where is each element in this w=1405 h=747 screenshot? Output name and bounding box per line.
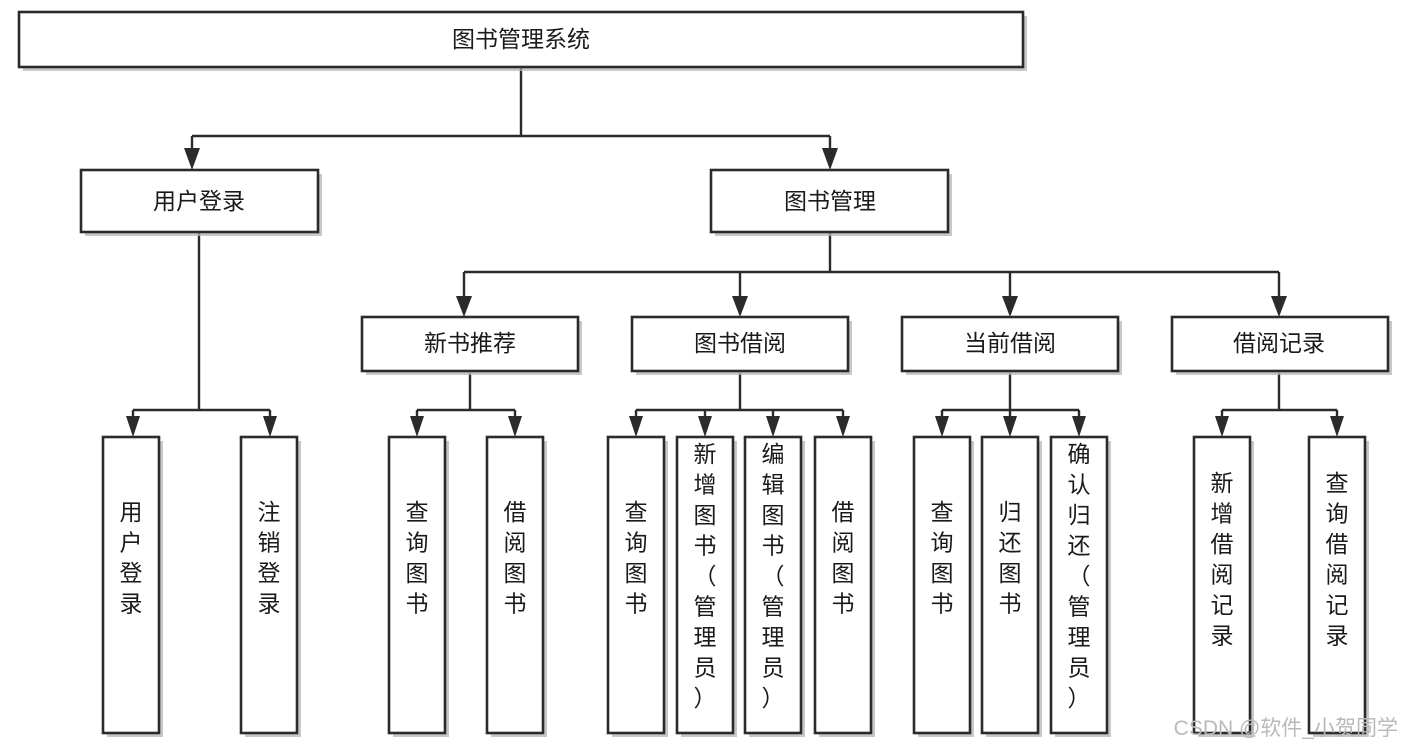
node-leaf-borrow-book-1-label: 借阅图书 xyxy=(504,499,527,617)
node-leaf-return-book-label: 归还图书 xyxy=(999,499,1022,617)
node-leaf-query-book-1-label: 查询图书 xyxy=(406,499,429,617)
arrow-to-borrow xyxy=(732,296,748,317)
arrow-leaf-edit-book xyxy=(766,416,780,437)
node-new-book-recommend-box xyxy=(360,315,580,373)
arrow-leaf-confirm-return xyxy=(1072,416,1086,437)
arrow-leaf-add-book xyxy=(698,416,712,437)
node-leaf-edit-book-label: 编辑图书（管理员） xyxy=(762,441,785,711)
node-leaf-query-book-3-box xyxy=(912,435,972,735)
node-book-borrow[interactable]: 图书借阅 xyxy=(630,315,852,375)
node-leaf-edit-book-box xyxy=(743,435,803,735)
node-leaf-query-record-box xyxy=(1307,435,1367,735)
node-book-management-label: 图书管理 xyxy=(784,188,876,214)
node-leaf-add-book[interactable]: 新增图书（管理员） xyxy=(675,435,737,737)
node-current-borrow-box xyxy=(900,315,1120,373)
node-leaf-query-book-3[interactable]: 查询图书 xyxy=(912,435,974,737)
node-new-book-recommend-label: 新书推荐 xyxy=(424,330,516,356)
node-book-borrow-label: 图书借阅 xyxy=(694,330,786,356)
node-leaf-borrow-book-2[interactable]: 借阅图书 xyxy=(813,435,875,737)
node-leaf-user-login-box xyxy=(101,435,161,735)
node-current-borrow-label: 当前借阅 xyxy=(964,330,1056,356)
node-user-login[interactable]: 用户登录 xyxy=(79,168,322,236)
node-leaf-return-book-box xyxy=(980,435,1040,735)
node-leaf-return-book[interactable]: 归还图书 xyxy=(980,435,1042,737)
node-current-borrow[interactable]: 当前借阅 xyxy=(900,315,1122,375)
node-leaf-borrow-book-1[interactable]: 借阅图书 xyxy=(485,435,547,737)
node-leaf-add-book-label: 新增图书（管理员） xyxy=(694,441,717,711)
node-leaf-borrow-book-2-box xyxy=(813,435,873,735)
node-borrow-record[interactable]: 借阅记录 xyxy=(1170,315,1392,375)
node-leaf-add-record[interactable]: 新增借阅记录 xyxy=(1192,435,1254,737)
node-leaf-add-record-label: 新增借阅记录 xyxy=(1211,470,1234,649)
arrow-leaf-query-book-1 xyxy=(410,416,424,437)
connector-layer xyxy=(126,67,1344,437)
node-book-management[interactable]: 图书管理 xyxy=(709,168,952,236)
node-leaf-add-book-box xyxy=(675,435,735,735)
node-leaf-query-book-1[interactable]: 查询图书 xyxy=(387,435,449,737)
arrow-to-bookmgmt xyxy=(822,148,838,170)
node-book-borrow-box xyxy=(630,315,850,373)
node-root-box xyxy=(17,10,1025,69)
arrow-leaf-query-record xyxy=(1330,416,1344,437)
node-user-login-box xyxy=(79,168,320,234)
node-leaf-query-book-1-box xyxy=(387,435,447,735)
node-new-book-recommend[interactable]: 新书推荐 xyxy=(360,315,582,375)
node-leaf-user-logout[interactable]: 注销登录 xyxy=(239,435,301,737)
arrow-leaf-user-login xyxy=(126,416,140,437)
arrow-leaf-add-record xyxy=(1215,416,1229,437)
arrow-to-record xyxy=(1271,296,1287,317)
arrow-leaf-return-book xyxy=(1003,416,1017,437)
node-borrow-record-box xyxy=(1170,315,1390,373)
node-leaf-user-logout-box xyxy=(239,435,299,735)
arrow-to-current xyxy=(1002,296,1018,317)
node-leaf-query-record-label: 查询借阅记录 xyxy=(1326,470,1349,649)
node-leaf-add-record-box xyxy=(1192,435,1252,735)
node-borrow-record-label: 借阅记录 xyxy=(1233,330,1325,356)
node-leaf-query-book-2[interactable]: 查询图书 xyxy=(606,435,668,737)
node-book-management-box xyxy=(709,168,950,234)
arrow-leaf-borrow-book-1 xyxy=(508,416,522,437)
arrow-leaf-query-book-2 xyxy=(629,416,643,437)
node-leaf-query-record[interactable]: 查询借阅记录 xyxy=(1307,435,1369,737)
arrow-leaf-query-book-3 xyxy=(935,416,949,437)
arrow-to-userlogin xyxy=(184,148,200,170)
node-leaf-borrow-book-2-label: 借阅图书 xyxy=(832,499,855,617)
node-leaf-query-book-2-box xyxy=(606,435,666,735)
node-root[interactable]: 图书管理系统 xyxy=(17,10,1027,71)
arrow-leaf-user-logout xyxy=(263,416,277,437)
node-leaf-borrow-book-1-box xyxy=(485,435,545,735)
node-leaf-edit-book[interactable]: 编辑图书（管理员） xyxy=(743,435,805,737)
node-leaf-confirm-return[interactable]: 确认归还（管理员） xyxy=(1049,435,1111,737)
node-leaf-confirm-return-box xyxy=(1049,435,1109,735)
node-user-login-label: 用户登录 xyxy=(153,188,245,214)
node-leaf-user-login[interactable]: 用户登录 xyxy=(101,435,163,737)
arrow-to-newbook xyxy=(456,296,472,317)
node-root-label: 图书管理系统 xyxy=(452,26,590,52)
node-leaf-user-logout-label: 注销登录 xyxy=(258,499,281,617)
node-leaf-query-book-2-label: 查询图书 xyxy=(625,499,648,617)
node-leaf-query-book-3-label: 查询图书 xyxy=(931,499,954,617)
node-leaf-user-login-label: 用户登录 xyxy=(120,499,143,617)
arrow-leaf-borrow-book-2 xyxy=(836,416,850,437)
watermark-label: CSDN @软件_小贺同学 xyxy=(1174,717,1398,740)
node-leaf-confirm-return-label: 确认归还（管理员） xyxy=(1068,441,1091,711)
